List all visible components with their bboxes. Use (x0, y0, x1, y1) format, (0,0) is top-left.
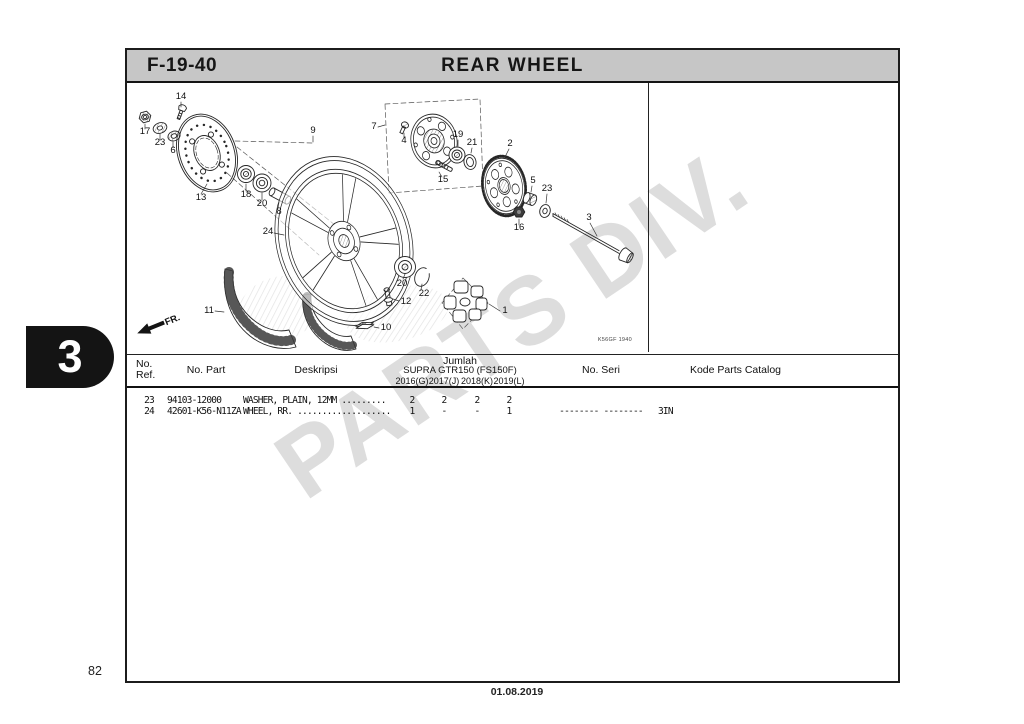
cell-qty-2018: - (474, 406, 481, 417)
col-part-header: No. Part (186, 364, 226, 376)
diagram-area: FR. (127, 83, 649, 352)
stud-15 (435, 160, 453, 172)
section-tab-number: 3 (57, 330, 83, 382)
callout-label: 9 (310, 125, 315, 136)
callout-label: 10 (381, 322, 392, 333)
col-serial-header: No. Seri (582, 364, 620, 376)
col-year-2019: 2019(L) (493, 376, 525, 386)
col-qty-group-header: Jumlah (443, 355, 477, 367)
bearing-20b (394, 256, 416, 278)
callout-label: 24 (263, 226, 274, 237)
callout-label: 20 (397, 278, 408, 289)
collar-6 (167, 130, 181, 142)
callout-label: 14 (176, 91, 187, 102)
col-ref-header-line2: Ref. (136, 369, 156, 381)
cell-qty-2018: 2 (474, 395, 481, 406)
callout-label: 11 (204, 305, 214, 316)
page-frame: PARTS DIV. F-19-40 REAR WHEEL (125, 48, 900, 683)
header-bar: F-19-40 REAR WHEEL (127, 50, 898, 83)
cell-description: WHEEL, RR. ................... (243, 406, 391, 417)
callout-label: 3 (586, 212, 591, 223)
col-year-2017: 2017(J) (428, 376, 460, 386)
cell-part: 42601-K56-N11ZA (167, 406, 242, 417)
col-catalog-header: Kode Parts Catalog (689, 364, 782, 376)
callout-label: 23 (542, 183, 553, 194)
callout-label: 5 (530, 175, 535, 186)
col-year-2016: 2016(G) (395, 376, 429, 386)
nut-16 (512, 206, 526, 218)
callout-label: 16 (514, 222, 525, 233)
cell-ref: 23 (144, 395, 155, 406)
footer-date: 01.08.2019 (490, 686, 544, 698)
brake-disc (176, 113, 238, 193)
page-code: F-19-40 (147, 55, 218, 76)
callout-label: 1 (502, 305, 507, 316)
table-header-row: No. Ref. No. Part Deskripsi Jumlah SUPRA… (127, 354, 898, 388)
fr-arrow-icon (137, 320, 165, 334)
tire-section (223, 267, 357, 351)
leader-lines (144, 101, 598, 329)
cell-serial: -------- -------- (559, 406, 643, 417)
col-description-header: Deskripsi (294, 364, 338, 376)
table-body: 23 94103-12000 WASHER, PLAIN, 12MM .....… (127, 388, 898, 478)
cell-qty-2017: 2 (441, 395, 448, 406)
callout-label: 8 (276, 206, 281, 217)
cell-description: WASHER, PLAIN, 12MM ......... (243, 395, 386, 406)
table-row: 24 42601-K56-N11ZA WHEEL, RR. ..........… (127, 406, 898, 417)
callout-label: 22 (419, 288, 430, 299)
cell-qty-2016: 2 (409, 395, 416, 406)
callout-label: 6 (170, 145, 175, 156)
callout-label: 19 (453, 129, 464, 140)
callout-label: 13 (196, 192, 207, 203)
col-ref-header-line1: No. (136, 358, 153, 370)
cell-qty-2017: - (441, 406, 448, 417)
fr-label: FR. (163, 312, 181, 328)
bearing-19 (448, 146, 466, 164)
bearing-18 (237, 165, 255, 183)
callout-label: 2 (507, 138, 512, 149)
table-row: 23 94103-12000 WASHER, PLAIN, 12MM .....… (127, 395, 898, 406)
callout-label: 12 (401, 296, 412, 307)
cell-ref: 24 (144, 406, 155, 417)
bolt-14 (176, 104, 187, 120)
snap-ring-22 (414, 267, 430, 287)
col-model-header: SUPRA GTR150 (FS150F) (403, 365, 517, 376)
callout-label: 21 (467, 137, 478, 148)
washer-23 (152, 122, 168, 134)
callout-label: 4 (401, 135, 406, 146)
section-tab: 3 (26, 326, 114, 388)
rear-wheel-diagram-svg: FR. (137, 91, 634, 351)
diagram-code: K56GF 1940 (598, 337, 632, 343)
washer-23b (539, 204, 551, 218)
bearing-20 (252, 173, 272, 193)
cell-part: 94103-12000 (167, 395, 222, 406)
collar-5 (522, 192, 538, 206)
parts-table: No. Ref. No. Part Deskripsi Jumlah SUPRA… (127, 354, 898, 484)
damper-set (443, 280, 488, 323)
callout-label: 17 (140, 126, 151, 137)
rear-wheel (274, 156, 414, 326)
cell-catalog: 3IN (658, 406, 674, 417)
seal-21 (463, 154, 477, 170)
col-year-2018: 2018(K) (460, 376, 494, 386)
cell-qty-2019: 2 (506, 395, 513, 406)
weight-10 (355, 321, 375, 330)
callout-label: 23 (155, 137, 166, 148)
valve-12 (383, 287, 393, 307)
axle-shaft (552, 212, 634, 264)
cell-qty-2016: 1 (409, 406, 416, 417)
page-title: REAR WHEEL (441, 55, 584, 76)
page-number: 82 (88, 664, 102, 678)
callout-label: 15 (438, 174, 449, 185)
bolt-4 (399, 121, 409, 135)
cell-qty-2019: 1 (506, 406, 513, 417)
callout-label: 18 (241, 189, 252, 200)
callout-label: 7 (371, 121, 376, 132)
fr-direction-marker: FR. (137, 312, 182, 334)
callout-label: 20 (257, 198, 268, 209)
sprocket (481, 154, 527, 218)
hub-carrier (410, 113, 458, 169)
nut-17 (138, 110, 152, 124)
